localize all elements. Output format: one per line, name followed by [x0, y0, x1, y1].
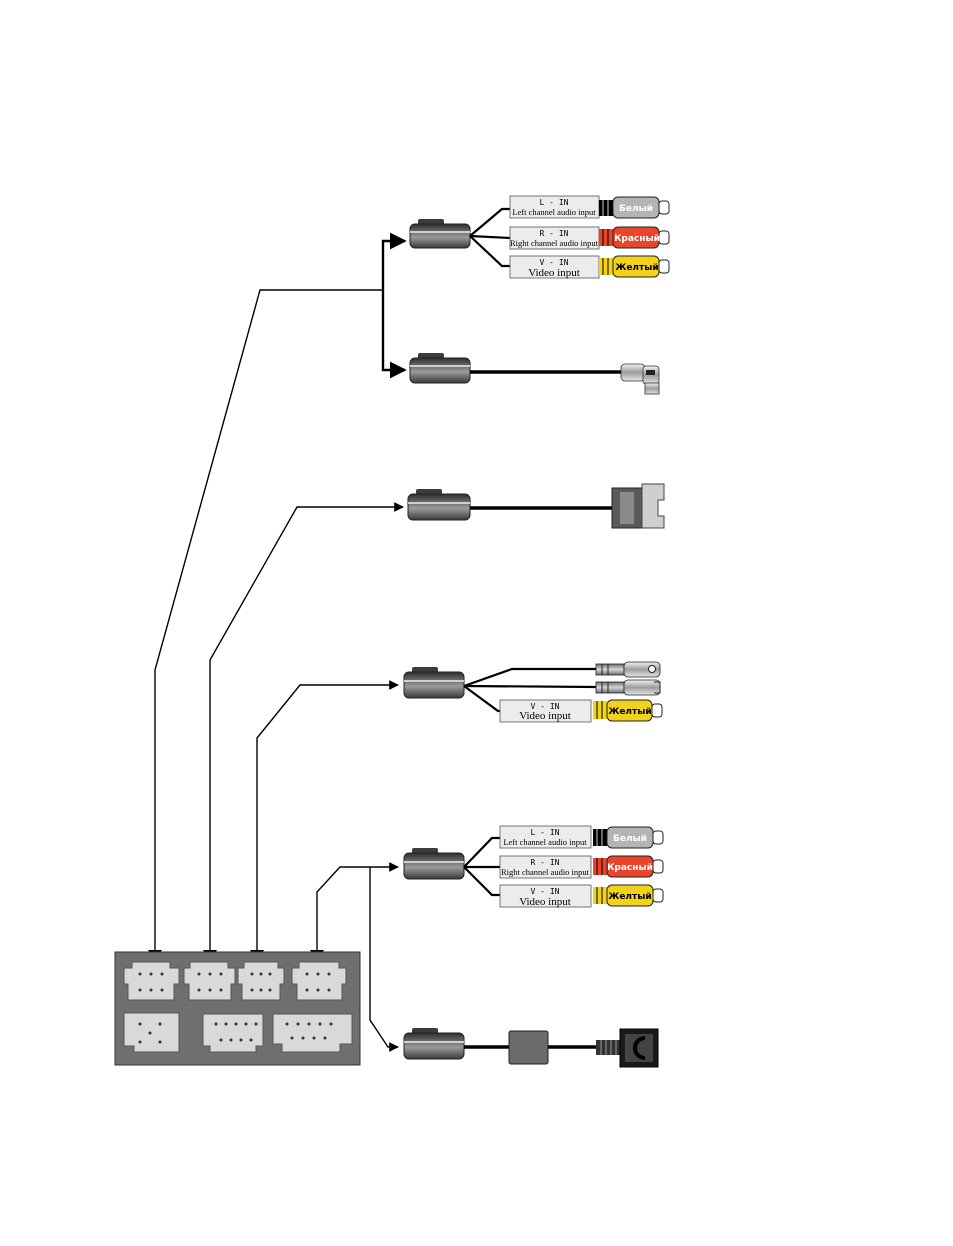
route-line-bottom [317, 867, 398, 950]
din-plug-icon [596, 680, 660, 695]
plug-label-yellow: Желтый [608, 707, 651, 717]
label-l-in: L - IN Left channel audio input [510, 196, 599, 218]
angled-plug-icon [621, 364, 659, 394]
label-v-in-desc: Video input [519, 710, 571, 722]
route-line-multipin [370, 867, 398, 1047]
label-r-in-title: R - IN [540, 229, 569, 238]
rca-plug-icon: Красный [599, 227, 669, 248]
route-line-camera [257, 685, 398, 950]
label-l-in-title: L - IN [531, 828, 560, 837]
route-line-top [155, 290, 383, 950]
multipin-plug-cable [464, 1029, 658, 1067]
connector-block-icon [115, 952, 360, 1065]
harness-connector-icon [404, 848, 464, 879]
angled-plug-cable [470, 364, 659, 394]
label-v-in: V - IN Video input [510, 256, 599, 279]
label-r-in: R - IN Right channel audio input [500, 856, 591, 878]
label-v-in: V - IN Video input [500, 885, 591, 908]
fan-out-wires [464, 838, 500, 895]
route-branch-up [383, 241, 405, 290]
plug-label-yellow: Желтый [608, 892, 651, 902]
socket-top-4 [292, 962, 346, 1000]
route-line-square [210, 507, 403, 950]
routing-lines [155, 241, 405, 1047]
label-v-in-desc: Video input [528, 267, 580, 279]
rca-plug-icon: Желтый [599, 256, 669, 277]
rca-plug-icon: Желтый [593, 885, 663, 906]
label-r-in-title: R - IN [531, 858, 560, 867]
ferrite-filter-icon [509, 1031, 548, 1064]
av-input-group-top: L - IN Left channel audio input R - IN R… [470, 196, 669, 279]
label-v-in-desc: Video input [519, 896, 571, 908]
label-l-in-title: L - IN [540, 198, 569, 207]
multipin-plug-icon [596, 1029, 658, 1067]
harness-connector-icon [410, 219, 470, 248]
label-r-in-desc: Right channel audio input [510, 238, 599, 248]
harness-connector-icon [408, 489, 470, 520]
harness-connector-icon [404, 1028, 464, 1059]
av-input-group-bottom: L - IN Left channel audio input R - IN R… [464, 826, 663, 908]
plug-label-red: Красный [614, 234, 660, 244]
socket-bottom-2 [203, 1014, 263, 1052]
rca-plug-icon: Белый [593, 827, 663, 848]
label-v-in: V - IN Video input [500, 700, 591, 722]
label-l-in-desc: Left channel audio input [512, 207, 596, 217]
square-plug-icon [612, 484, 664, 528]
harness-connector-icon [410, 353, 470, 383]
camera-input-group: V - IN Video input Желтый [464, 662, 662, 722]
rca-plug-icon: Белый [599, 197, 669, 218]
socket-bottom-1 [124, 1013, 179, 1052]
rca-plug-icon: Красный [593, 856, 663, 877]
plug-label-white: Белый [619, 204, 653, 214]
plug-label-yellow: Желтый [615, 263, 658, 273]
square-plug-cable [470, 484, 664, 528]
label-r-in-desc: Right channel audio input [501, 867, 590, 877]
din-plug-icon [596, 662, 660, 677]
label-v-in-title: V - IN [531, 887, 560, 896]
socket-top-3 [238, 962, 284, 1000]
label-l-in-desc: Left channel audio input [503, 837, 587, 847]
plug-label-white: Белый [613, 834, 647, 844]
route-branch-down [383, 290, 405, 370]
label-v-in-title: V - IN [540, 258, 569, 267]
harness-connector-icon [404, 667, 464, 698]
label-r-in: R - IN Right channel audio input [510, 227, 599, 249]
fan-out-wires [470, 209, 510, 266]
socket-top-2 [184, 962, 235, 1000]
label-l-in: L - IN Left channel audio input [500, 826, 591, 848]
socket-top-1 [124, 962, 179, 1000]
plug-label-red: Красный [607, 863, 653, 873]
socket-bottom-3 [273, 1014, 352, 1052]
rca-plug-icon: Желтый [593, 700, 662, 721]
